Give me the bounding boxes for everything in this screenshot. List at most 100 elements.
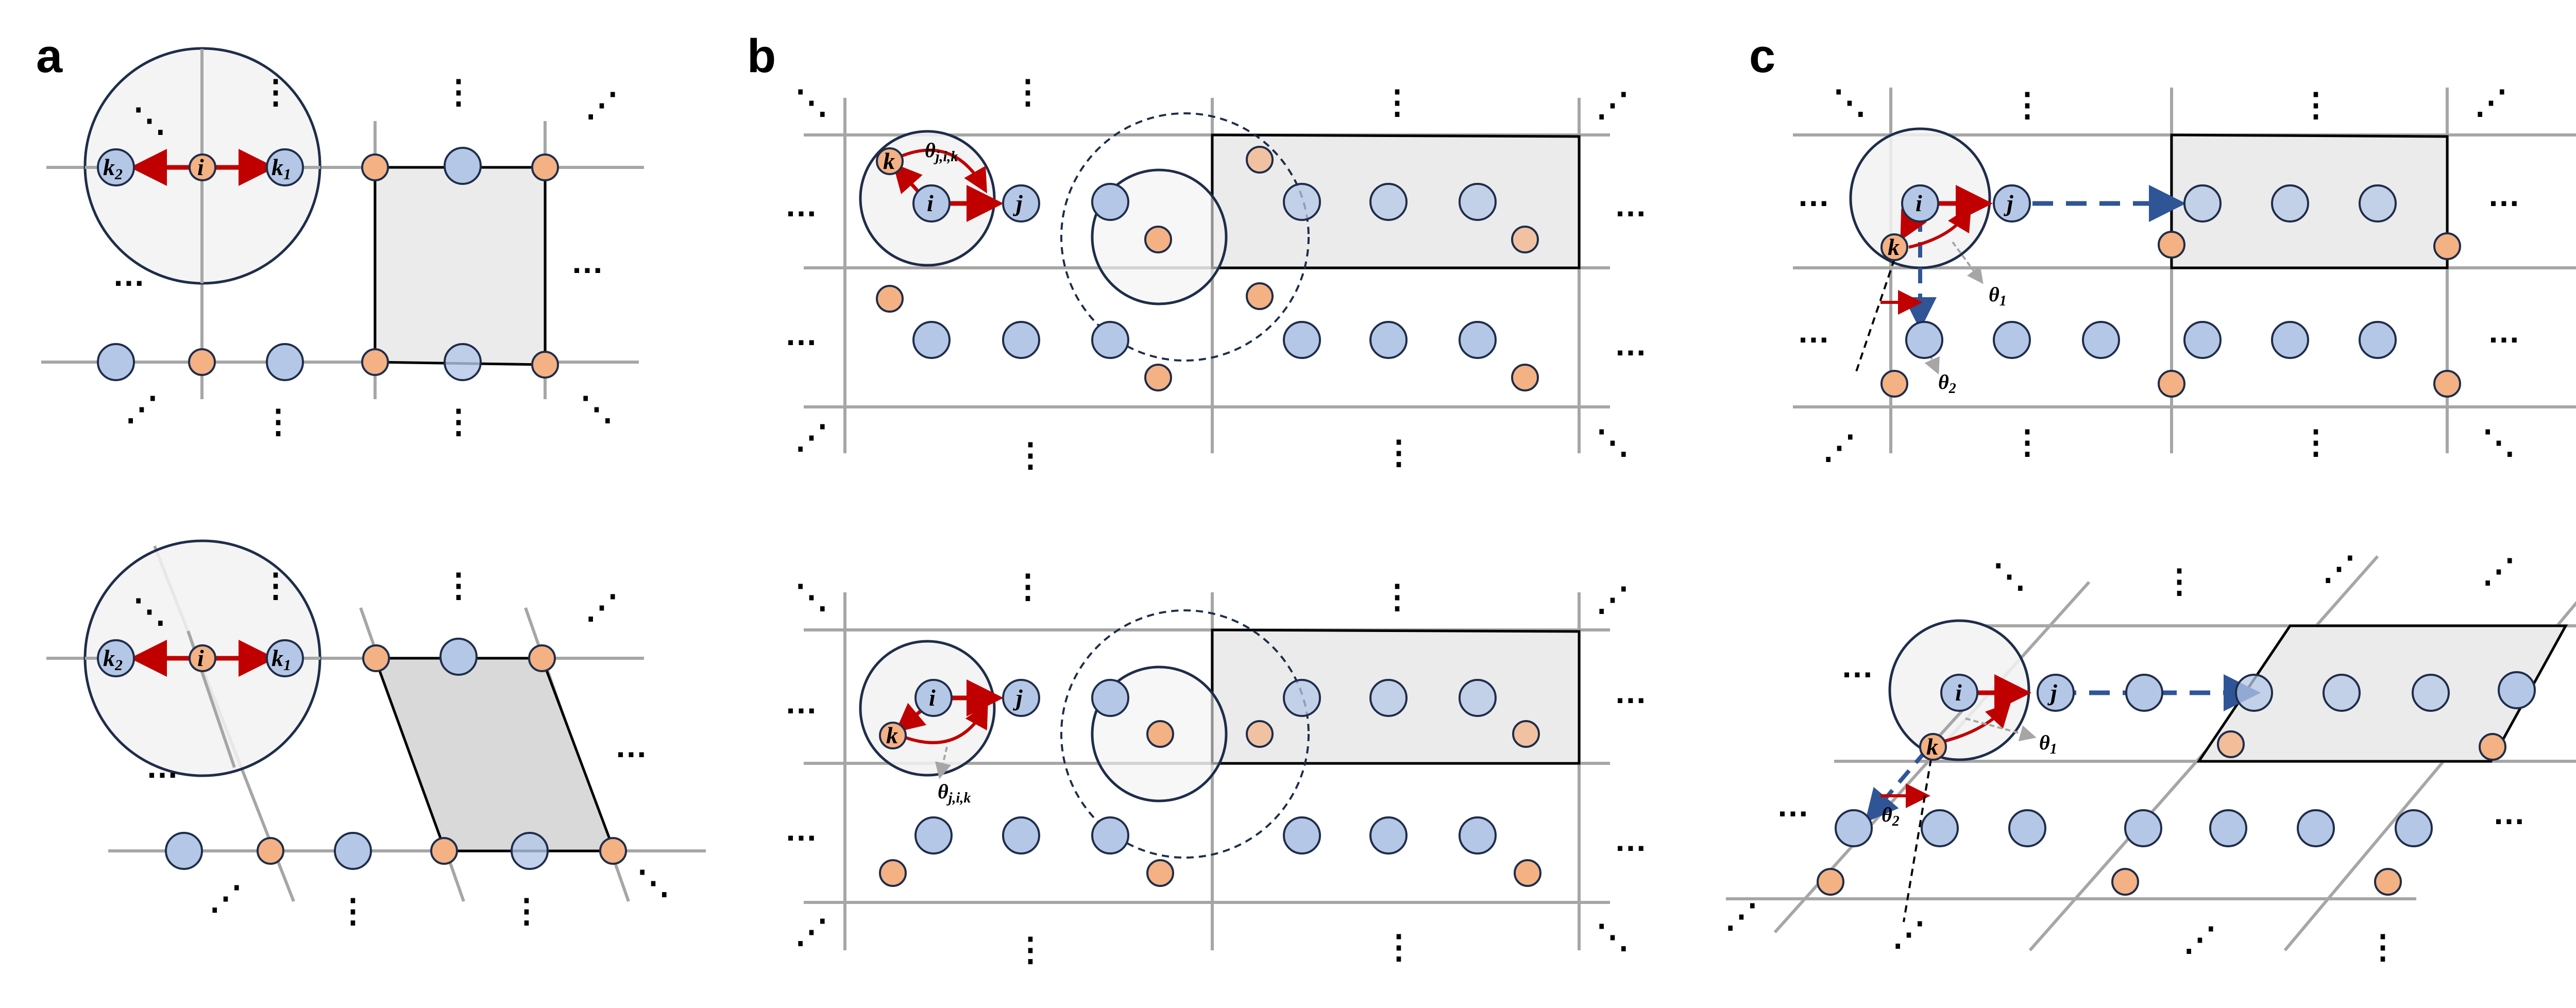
- ellipsis-diagonal: ⋱: [1993, 557, 2026, 594]
- ellipsis-horizontal: …: [1614, 673, 1647, 710]
- atom-orange: [876, 285, 904, 313]
- panel-label-a: a: [36, 30, 63, 82]
- ellipsis-diagonal: ⋰: [2482, 552, 2515, 589]
- atom-orange: [189, 153, 216, 181]
- atom-blue: [439, 638, 478, 676]
- atom-blue: [1905, 321, 1943, 359]
- unit-cell: [373, 657, 616, 852]
- dashed-guide: [1854, 247, 1900, 377]
- ellipsis-diagonal: ⋰: [795, 418, 828, 455]
- atom-blue: [1091, 816, 1129, 855]
- bond-arrow: [892, 163, 923, 195]
- atom-blue: [1091, 183, 1129, 221]
- ellipsis-vertical: ⋮: [2163, 562, 2196, 600]
- node-label-k: k: [1888, 234, 1900, 260]
- unit-cell: [374, 166, 547, 366]
- ellipsis-horizontal: …: [146, 748, 179, 785]
- ellipsis-horizontal: …: [571, 243, 604, 280]
- atom-blue: [1901, 184, 1939, 223]
- atom-blue: [1459, 679, 1497, 717]
- atom-orange: [189, 644, 216, 672]
- atom-orange: [879, 722, 907, 749]
- atom-blue: [2498, 671, 2536, 709]
- ellipsis-diagonal: ⋰: [585, 86, 618, 123]
- node-label-i: i: [1916, 190, 1922, 216]
- atom-orange: [361, 348, 389, 376]
- atom-blue: [1835, 809, 1873, 847]
- atom-orange: [1880, 370, 1908, 398]
- angle-pointer: [935, 746, 952, 779]
- atoms-b-top: [876, 146, 1539, 391]
- atom-blue: [1002, 321, 1040, 359]
- ellipsis-diagonal: ⋱: [133, 101, 166, 139]
- angle-label-theta1: θ1: [1989, 283, 2007, 309]
- ellipsis-diagonal: ⋱: [795, 578, 828, 615]
- atom-blue: [2235, 674, 2273, 712]
- ellipsis-horizontal: …: [1797, 176, 1830, 213]
- atom-blue: [914, 679, 953, 717]
- atom-blue: [2271, 184, 2309, 223]
- atom-orange: [1246, 720, 1274, 748]
- atom-blue: [1002, 184, 1040, 223]
- atom-orange: [1514, 859, 1541, 887]
- atom-blue: [511, 832, 549, 870]
- ellipsis-vertical: ⋮: [442, 73, 475, 110]
- atom-orange: [2217, 730, 2245, 758]
- angle-label-theta2: θ2: [1938, 370, 1956, 397]
- atom-blue: [1283, 679, 1321, 717]
- angle-arc: [898, 148, 987, 194]
- atom-blue: [444, 343, 482, 381]
- ellipsis-diagonal: ⋰: [2183, 920, 2216, 958]
- unit-cell: [2196, 624, 2568, 763]
- ellipsis-horizontal: …: [1614, 326, 1647, 363]
- atom-orange: [362, 644, 390, 672]
- atom-blue: [266, 639, 304, 677]
- ellipsis-horizontal: …: [785, 315, 818, 352]
- atom-orange: [1144, 364, 1172, 391]
- atom-blue: [2082, 321, 2120, 359]
- ellipsis-horizontal: …: [1776, 787, 1809, 824]
- atom-orange: [361, 153, 389, 181]
- atom-orange: [1511, 226, 1539, 253]
- node-label-i: i: [927, 190, 934, 216]
- ellipsis-diagonal: ⋰: [2323, 550, 2355, 587]
- atom-blue: [2297, 809, 2335, 847]
- atom-blue: [2008, 809, 2046, 847]
- ellipsis-diagonal: ⋱: [1596, 918, 1629, 955]
- ellipsis-diagonal: ⋰: [1596, 86, 1629, 123]
- atom-orange: [599, 837, 627, 865]
- panel-label-b: b: [747, 30, 776, 82]
- ellipsis-diagonal: ⋰: [2475, 83, 2507, 121]
- ellipsis-diagonal: ⋱: [1596, 423, 1629, 460]
- node-label-i: i: [197, 645, 204, 671]
- atom-blue: [1369, 183, 1408, 221]
- atom-orange: [2158, 231, 2185, 259]
- ellipsis-horizontal: …: [785, 186, 818, 224]
- atom-blue: [1002, 679, 1040, 717]
- ellipsis-vertical: ⋮: [1014, 436, 1047, 473]
- angle-label-theta2: θ2: [1882, 803, 1900, 829]
- cutoff-circle-dashed: [1060, 609, 1310, 859]
- angle-arc: [1908, 206, 1972, 249]
- atom-blue: [1940, 674, 1978, 712]
- ellipsis-horizontal: …: [112, 256, 145, 293]
- node-label-k2: k2: [103, 154, 123, 183]
- ellipsis-diagonal: ⋰: [1892, 915, 1925, 952]
- atom-blue: [2323, 674, 2361, 712]
- atom-blue: [1369, 679, 1408, 717]
- angle-pointer: [1965, 717, 2037, 742]
- atom-blue: [1993, 184, 2031, 223]
- atom-blue: [1921, 809, 1959, 847]
- ellipsis-diagonal: ⋱: [795, 83, 828, 121]
- atom-blue: [266, 343, 304, 381]
- ellipsis-diagonal: ⋰: [795, 913, 828, 950]
- ellipsis-vertical: ⋮: [2366, 928, 2399, 965]
- node-label-i: i: [929, 685, 936, 711]
- ellipsis-diagonal: ⋰: [1725, 897, 1758, 934]
- atoms-a-top: [97, 147, 559, 381]
- atom-orange: [531, 351, 559, 379]
- atom-orange: [1817, 868, 1844, 896]
- atom-blue: [165, 832, 203, 870]
- node-label-i: i: [197, 154, 204, 180]
